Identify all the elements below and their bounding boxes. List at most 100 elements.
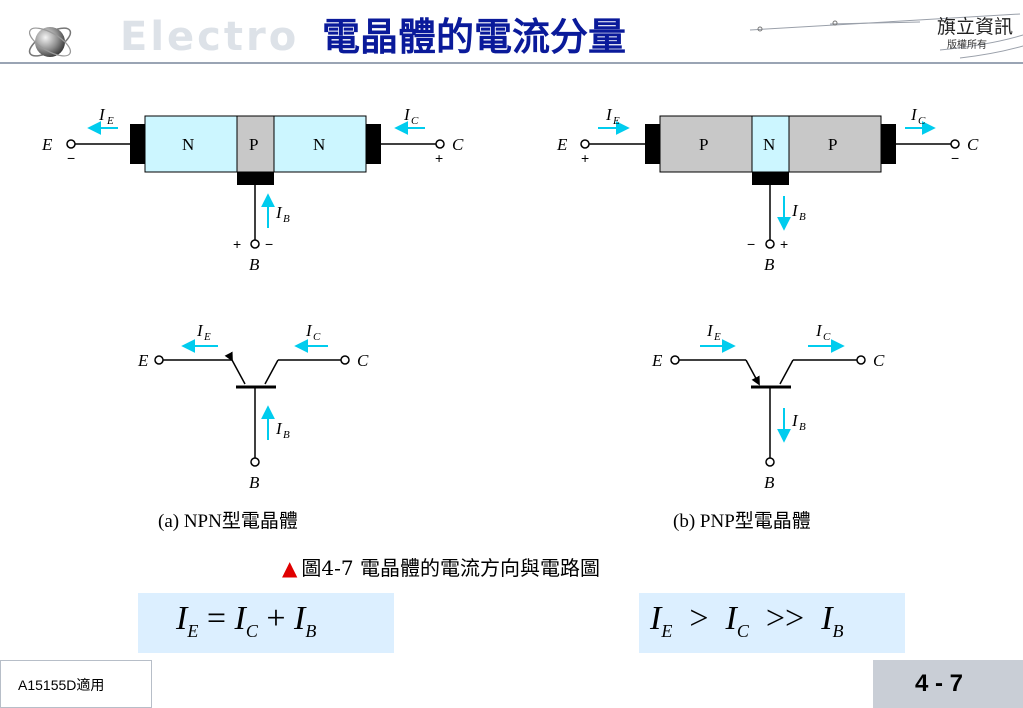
base-label: B (764, 473, 775, 492)
polarity-sign: − (265, 236, 273, 252)
current-label: I (305, 321, 313, 340)
n-region-emitter (144, 115, 238, 173)
current-subscript: E (106, 115, 114, 127)
emitter-contact (645, 124, 660, 164)
n-region-collector (273, 115, 367, 173)
current-label: I (706, 321, 714, 340)
region-label: P (699, 135, 708, 154)
current-label: I (275, 419, 283, 438)
pnp-circuit-symbol: E C B I E I C I B (651, 321, 885, 492)
collector-lead (779, 359, 794, 385)
collector-label: C (967, 135, 979, 154)
current-label: I (98, 105, 106, 124)
emitter-terminal (66, 139, 76, 149)
collector-terminal (340, 355, 350, 365)
header-watermark: Electro (120, 14, 300, 60)
pnp-block-diagram: P N P E C B + − − + I E I C I B (556, 105, 979, 274)
course-code-box: A15155D適用 (0, 660, 152, 708)
emitter-label: E (556, 135, 568, 154)
polarity-sign: + (581, 150, 589, 166)
polarity-sign: − (747, 236, 755, 252)
current-subscript: C (313, 331, 321, 343)
npn-caption: (a) NPN型電晶體 (158, 511, 298, 532)
current-label: I (791, 201, 799, 220)
base-terminal (765, 457, 775, 467)
rights-notice: 版權所有 (947, 40, 987, 51)
emitter-lead (745, 359, 760, 386)
base-terminal (250, 239, 260, 249)
current-subscript: E (203, 331, 211, 343)
emitter-label: E (137, 351, 149, 370)
base-label: B (249, 255, 260, 274)
collector-terminal (950, 139, 960, 149)
triangle-marker-icon: ▲ (282, 556, 298, 580)
p-region-collector (788, 115, 882, 173)
figure-caption: ▲圖4-7 電晶體的電流方向與電路圖 (282, 552, 600, 581)
base-label: B (764, 255, 775, 274)
current-label: I (791, 411, 799, 430)
emitter-lead (224, 351, 246, 385)
region-label: P (828, 135, 837, 154)
n-region-base (751, 115, 790, 173)
page-number-box: 4 - 7 (873, 660, 1023, 708)
current-label: I (605, 105, 613, 124)
p-region-emitter (659, 115, 753, 173)
base-label: B (249, 473, 260, 492)
polarity-sign: + (233, 236, 241, 252)
region-label: N (763, 135, 775, 154)
base-contact (752, 172, 789, 185)
current-label: I (196, 321, 204, 340)
base-terminal (250, 457, 260, 467)
current-subscript: B (283, 429, 290, 441)
region-label: P (249, 135, 258, 154)
collector-label: C (357, 351, 369, 370)
emitter-terminal (670, 355, 680, 365)
collector-terminal (435, 139, 445, 149)
page-title: 電晶體的電流分量 (322, 14, 627, 59)
collector-terminal (856, 355, 866, 365)
polarity-sign: + (780, 236, 788, 252)
current-subscript: B (799, 211, 806, 223)
current-subscript: C (411, 115, 419, 127)
course-code: A15155D適用 (18, 677, 105, 693)
region-label: N (313, 135, 325, 154)
base-terminal (765, 239, 775, 249)
polarity-sign: − (67, 150, 75, 166)
page-number: 4 - 7 (915, 670, 964, 697)
header-rule (0, 62, 1023, 64)
emitter-terminal (154, 355, 164, 365)
current-subscript: B (799, 421, 806, 433)
collector-contact (366, 124, 381, 164)
collector-label: C (452, 135, 464, 154)
collector-contact (881, 124, 896, 164)
emitter-contact (130, 124, 145, 164)
current-subscript: C (918, 115, 926, 127)
figure-caption-text: 圖4-7 電晶體的電流方向與電路圖 (301, 556, 600, 580)
polarity-sign: − (951, 150, 959, 166)
current-subscript: C (823, 331, 831, 343)
base-contact (237, 172, 274, 185)
header-decoration-lines (749, 13, 1023, 59)
polarity-sign: + (435, 150, 443, 166)
equation-box-left (138, 593, 394, 653)
npn-block-diagram: N P N E C B − + + − I E I C I B (41, 105, 464, 274)
emitter-terminal (580, 139, 590, 149)
current-label: I (815, 321, 823, 340)
current-subscript: E (713, 331, 721, 343)
publisher-name: 旗立資訊 (936, 16, 1013, 38)
npn-circuit-symbol: E C B I E I C I B (137, 321, 369, 492)
current-subscript: B (283, 213, 290, 225)
pnp-caption: (b) PNP型電晶體 (673, 511, 811, 532)
collector-lead (264, 359, 279, 385)
current-label: I (403, 105, 411, 124)
emitter-label: E (41, 135, 53, 154)
equation-right: IE > IC >> IB (650, 600, 844, 641)
equation-left: IE = IC + IB (176, 600, 317, 641)
equation-box-right (639, 593, 905, 653)
current-label: I (275, 203, 283, 222)
collector-label: C (873, 351, 885, 370)
region-label: N (182, 135, 194, 154)
globe-logo-icon (28, 27, 72, 57)
emitter-label: E (651, 351, 663, 370)
